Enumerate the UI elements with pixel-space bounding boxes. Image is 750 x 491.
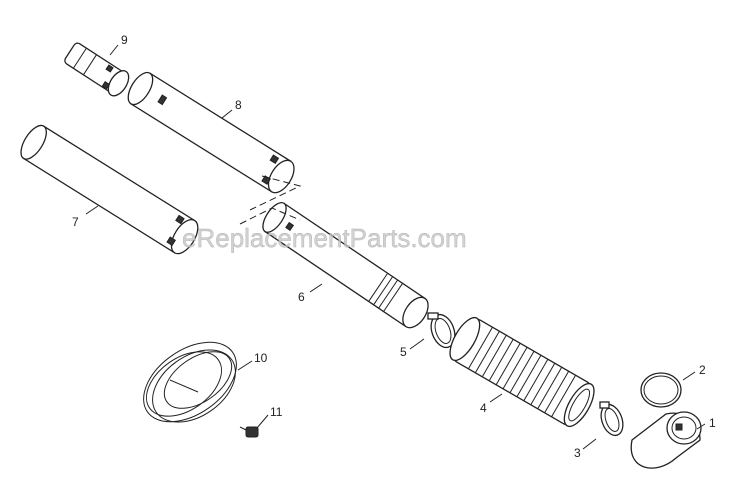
part-9-nozzle[interactable] xyxy=(62,40,133,99)
callout-6: 6 xyxy=(298,290,305,304)
part-6-pipe[interactable] xyxy=(258,199,433,332)
watermark: eReplacementParts.com xyxy=(182,223,467,253)
callout-3: 3 xyxy=(574,446,581,460)
part-11-screw[interactable] xyxy=(239,426,259,438)
callout-5: 5 xyxy=(400,345,407,359)
callout-4: 4 xyxy=(480,401,487,415)
callout-10: 10 xyxy=(254,351,268,365)
connection-lines xyxy=(239,175,302,225)
part-8-pipe[interactable] xyxy=(123,69,299,198)
callout-7: 7 xyxy=(72,215,79,229)
callout-11: 11 xyxy=(270,405,283,419)
part-4-flex-hose[interactable] xyxy=(444,313,600,431)
part-10-strap[interactable] xyxy=(129,326,251,438)
part-5-clamp[interactable] xyxy=(427,311,459,350)
part-3-clamp[interactable] xyxy=(597,401,627,439)
callout-9: 9 xyxy=(121,33,128,47)
callout-2: 2 xyxy=(699,363,706,377)
callout-leaders xyxy=(85,44,706,450)
part-2-o-ring[interactable] xyxy=(640,372,682,408)
callout-1: 1 xyxy=(709,416,716,430)
callout-8: 8 xyxy=(235,98,242,112)
part-7-pipe[interactable] xyxy=(16,121,203,258)
part-1-elbow[interactable] xyxy=(630,411,702,469)
